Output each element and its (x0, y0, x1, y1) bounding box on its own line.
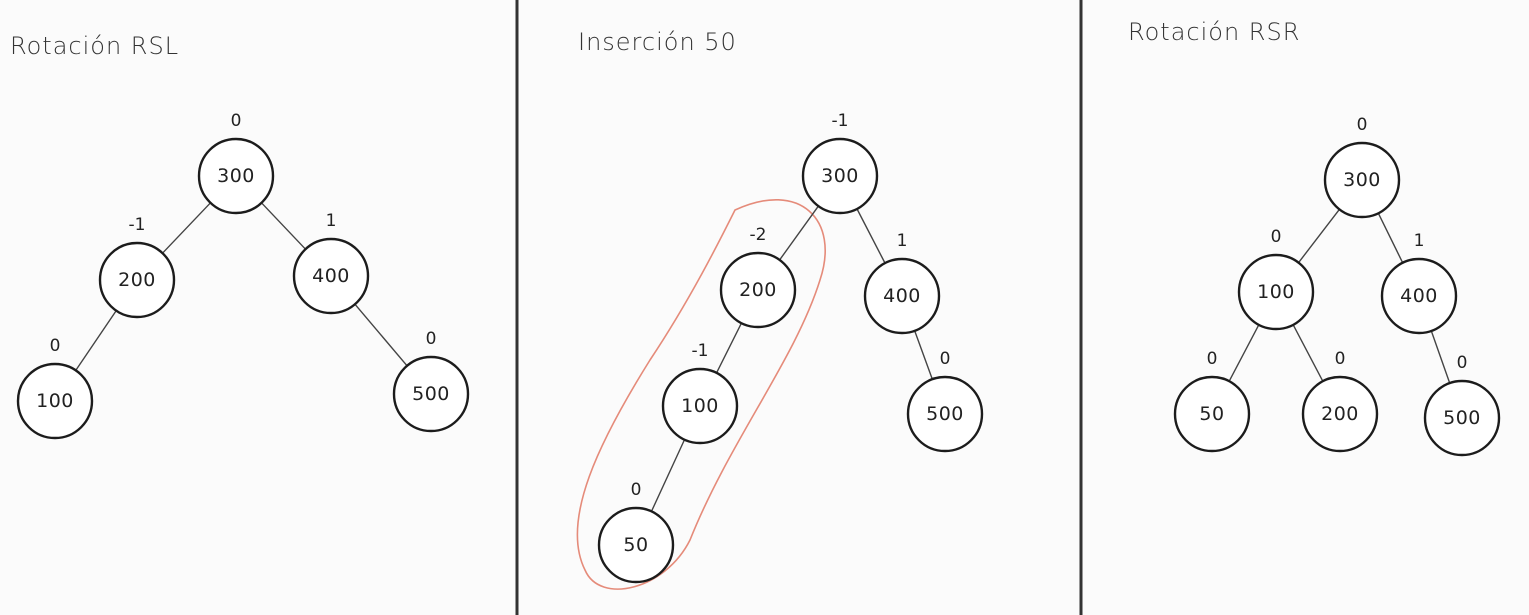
node-circle (197, 137, 275, 215)
tree-node-rsl-n400: 400 1 (292, 211, 370, 315)
edge-ins50-n300-n400 (856, 208, 886, 264)
edge-rsr-n300-n100 (1297, 208, 1341, 264)
edge-rsl-n300-n200 (162, 202, 211, 254)
node-value: 300 (217, 165, 255, 187)
node-circle (1423, 379, 1501, 457)
balance-factor: 0 (1457, 353, 1468, 373)
tree-node-rsl-n100: 100 0 (16, 336, 94, 440)
tree-node-rsr-n300: 300 0 (1323, 115, 1401, 219)
tree-node-rsl-n200: 200 -1 (98, 215, 176, 319)
tree-node-ins50-n200: 200 -2 (719, 225, 797, 329)
tree-node-ins50-n100: 100 -1 (661, 341, 739, 445)
balance-factor: 0 (1207, 349, 1218, 369)
edge-rsr-n300-n400 (1377, 212, 1404, 264)
node-value: 100 (681, 395, 719, 417)
node-circle (597, 506, 675, 584)
node-value: 100 (36, 390, 74, 412)
node-circle (1237, 253, 1315, 331)
tree-node-rsr-n50: 50 0 (1173, 349, 1251, 453)
node-value: 400 (1400, 285, 1438, 307)
node-circle (801, 137, 879, 215)
balance-factor: 0 (1335, 349, 1346, 369)
node-value: 500 (1443, 407, 1481, 429)
node-value: 50 (623, 534, 648, 556)
node-value: 50 (1199, 403, 1224, 425)
balance-factor: -2 (750, 225, 767, 245)
balance-factor: 0 (231, 111, 242, 131)
balance-factor: 0 (1357, 115, 1368, 135)
node-circle (1173, 375, 1251, 453)
node-circle (719, 251, 797, 329)
edge-rsr-n100-n200 (1292, 324, 1324, 382)
edge-rsl-n400-n500 (354, 303, 408, 367)
panel-title-rsl: Rotación RSL (10, 32, 179, 60)
balance-factor: 1 (897, 231, 908, 251)
node-value: 400 (312, 265, 350, 287)
node-circle (16, 362, 94, 440)
tree-node-ins50-n400: 400 1 (863, 231, 941, 335)
balance-factor: 0 (50, 336, 61, 356)
balance-factor: 0 (631, 480, 642, 500)
tree-node-rsl-n300: 300 0 (197, 111, 275, 215)
tree-node-rsr-n500: 500 0 (1423, 353, 1501, 457)
tree-node-ins50-n50: 50 0 (597, 480, 675, 584)
unbalanced-subtree-highlight (576, 199, 826, 590)
panel-title-ins50: Inserción 50 (578, 28, 737, 56)
edge-ins50-n300-n200 (779, 205, 819, 261)
node-circle (1301, 375, 1379, 453)
tree-node-rsr-n400: 400 1 (1380, 231, 1458, 335)
balance-factor: -1 (832, 111, 849, 131)
edge-rsl-n300-n400 (260, 202, 307, 250)
edge-rsr-n100-n50 (1228, 324, 1260, 382)
node-circle (661, 367, 739, 445)
node-value: 200 (118, 269, 156, 291)
edge-ins50-n400-n500 (914, 330, 933, 380)
node-value: 300 (821, 165, 859, 187)
node-value: 500 (926, 403, 964, 425)
edge-ins50-n200-n100 (715, 322, 743, 374)
node-value: 400 (883, 285, 921, 307)
edge-rsl-n200-n100 (75, 310, 117, 371)
balance-factor: -1 (129, 215, 146, 235)
node-circle (863, 257, 941, 335)
tree-node-ins50-n500: 500 0 (906, 349, 984, 453)
balance-factor: 0 (940, 349, 951, 369)
node-circle (392, 355, 470, 433)
tree-node-ins50-n300: 300 -1 (801, 111, 879, 215)
balance-factor: 1 (1414, 231, 1425, 251)
balance-factor: 1 (326, 211, 337, 231)
node-value: 500 (412, 383, 450, 405)
node-circle (98, 241, 176, 319)
node-circle (1323, 141, 1401, 219)
node-value: 300 (1343, 169, 1381, 191)
balance-factor: -1 (692, 341, 709, 361)
edge-rsr-n400-n500 (1430, 330, 1451, 384)
node-circle (1380, 257, 1458, 335)
edge-ins50-n100-n50 (650, 439, 686, 512)
panels-layer: Rotación RSL3000200-1400110005000Inserci… (10, 18, 1501, 590)
node-value: 200 (1321, 403, 1359, 425)
panel-title-rsr: Rotación RSR (1128, 18, 1300, 46)
node-value: 200 (739, 279, 777, 301)
node-circle (292, 237, 370, 315)
node-value: 100 (1257, 281, 1295, 303)
tree-node-rsl-n500: 500 0 (392, 329, 470, 433)
balance-factor: 0 (1271, 227, 1282, 247)
balance-factor: 0 (426, 329, 437, 349)
node-circle (906, 375, 984, 453)
tree-node-rsr-n100: 100 0 (1237, 227, 1315, 331)
